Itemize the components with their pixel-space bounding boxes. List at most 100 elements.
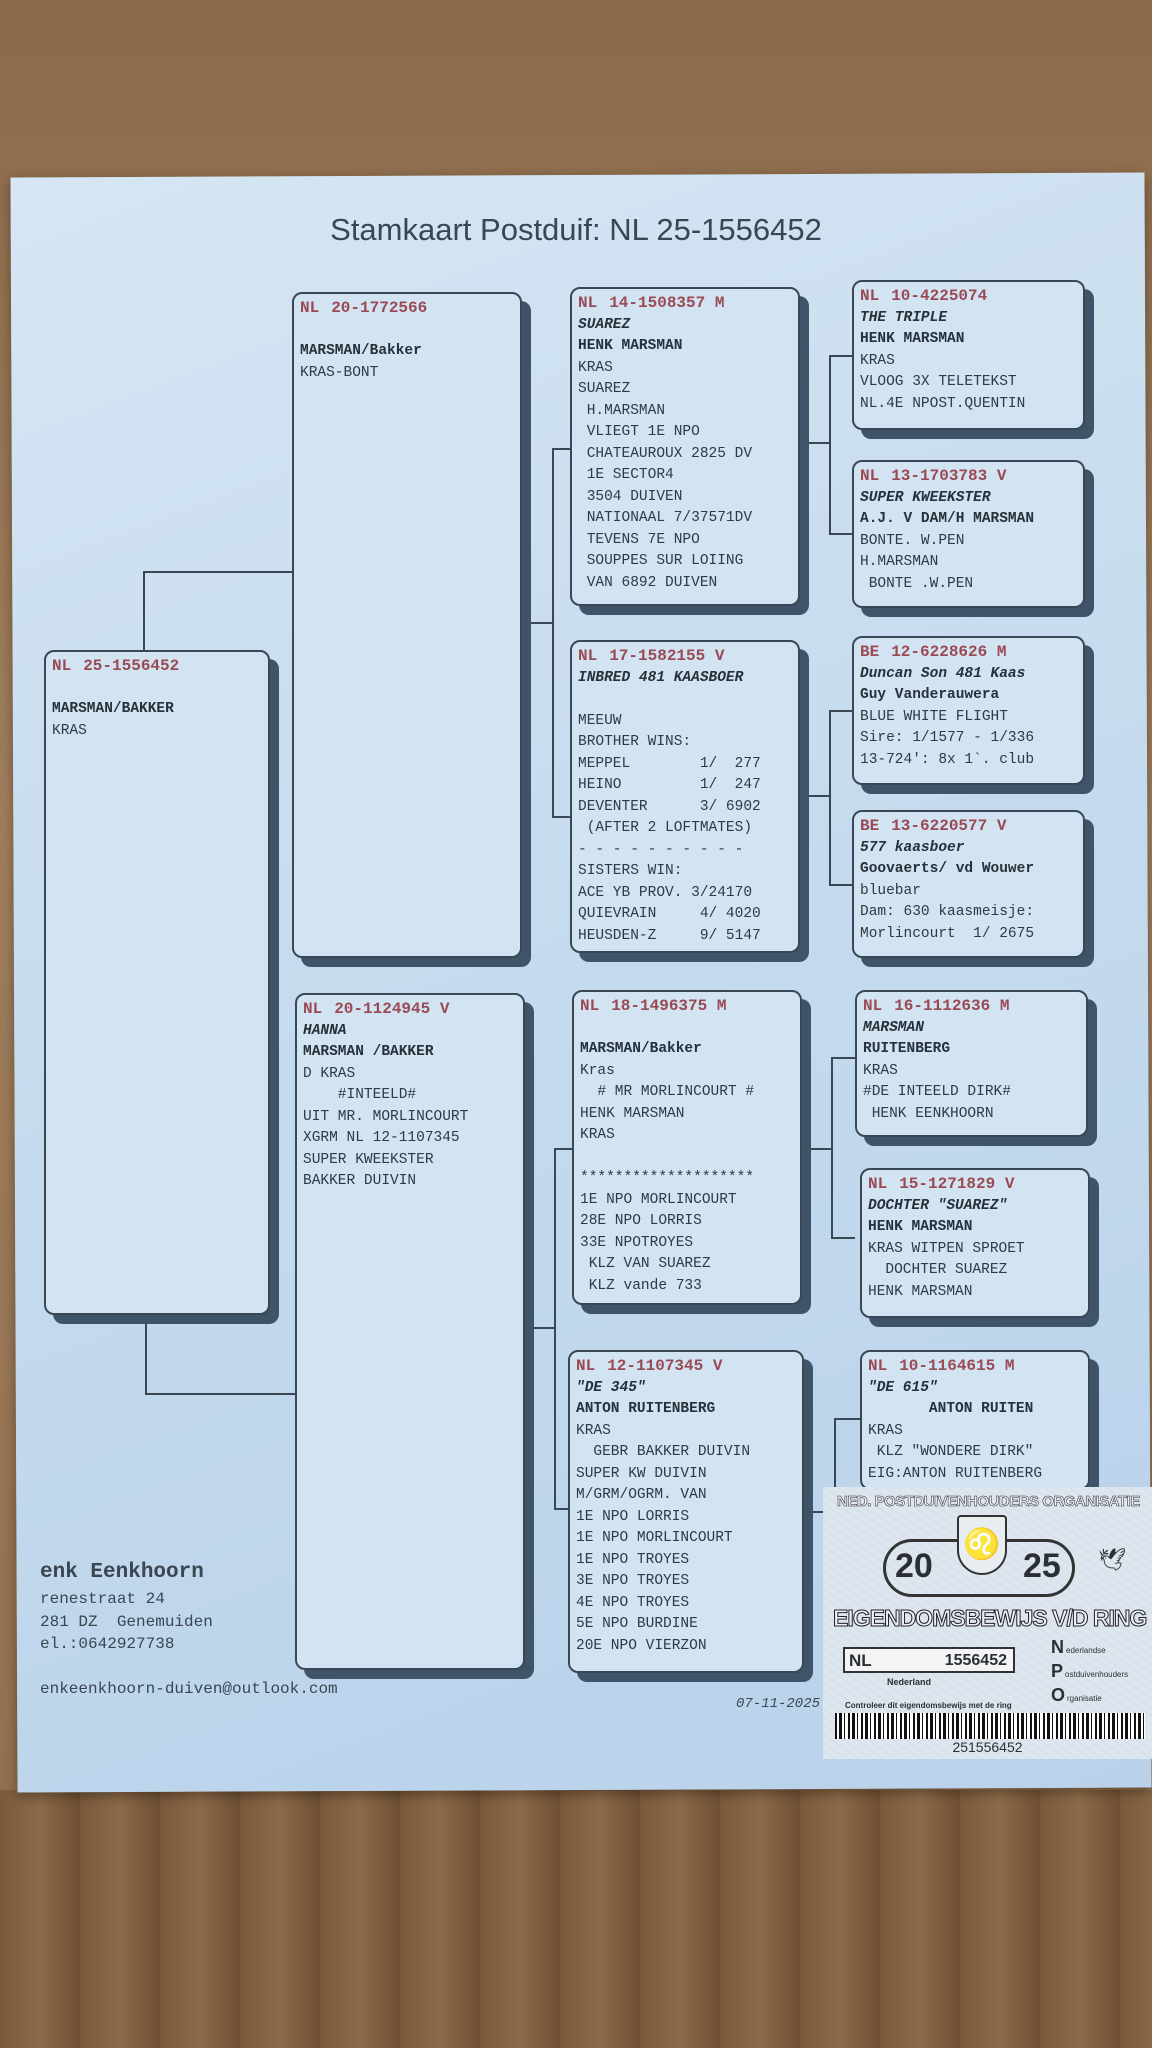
info-line: 1E NPO LORRIS <box>576 1508 690 1525</box>
pigeon-name: SUPER KWEEKSTER <box>860 489 991 506</box>
info-line: GEBR BAKKER DUIVIN <box>576 1444 751 1460</box>
info-line: VAN 6892 DUIVEN <box>578 574 718 591</box>
info-line: BROTHER WINS: <box>578 734 692 750</box>
country-code: BE <box>860 643 880 661</box>
barcode-number: 251556452 <box>952 1739 1023 1755</box>
info-line: TEVENS 7E NPO <box>578 531 700 548</box>
info-line: HENK MARSMAN <box>580 1105 685 1122</box>
connector <box>829 710 831 886</box>
info-line: 3E NPO TROYES <box>576 1573 690 1589</box>
info-line <box>578 689 792 711</box>
connector <box>829 710 852 712</box>
ring-id: 12-6228626 M <box>891 643 1007 661</box>
country-code: BE <box>860 817 880 835</box>
owner-name: ANTON RUITENBERG <box>576 1401 716 1417</box>
connector <box>834 1418 860 1420</box>
info-line: UIT MR. MORLINCOURT <box>303 1108 469 1125</box>
country-code: NL <box>578 294 598 312</box>
ring-country: NL <box>849 1651 872 1670</box>
info-line: BAKKER DUIVIN <box>303 1173 417 1189</box>
info-line: Morlincourt 1/ 2675 <box>860 925 1035 942</box>
info-line: MEPPEL 1/ 277 <box>578 755 761 772</box>
page-title: Stamkaart Postduif: NL 25-1556452 <box>330 212 822 247</box>
info-line: 28E NPO LORRIS <box>580 1213 702 1229</box>
info-line: 33E NPOTROYES <box>580 1234 694 1251</box>
info-line: SOUPPES SUR LOIING <box>578 553 744 569</box>
card-heading: EIGENDOMSBEWIJS V/D RING <box>832 1605 1147 1632</box>
pigeon-name: SUAREZ <box>578 316 631 333</box>
info-line: ACE YB PROV. 3/24170 <box>578 884 753 901</box>
lion-shield-icon: ♌ <box>957 1515 1007 1575</box>
dove-icon: 🕊 <box>1098 1547 1126 1572</box>
info-line <box>580 1147 794 1169</box>
info-line: BONTE. W.PEN <box>860 532 965 549</box>
info-line: 4E NPO TROYES <box>576 1594 690 1611</box>
pigeon-name: THE TRIPLE <box>860 309 948 326</box>
breeder-email: enkeenkhoorn-duiven@outlook.com <box>40 1680 338 1698</box>
ring-number: BE 12-6228626 M <box>860 642 1077 664</box>
owner-name: MARSMAN/Bakker <box>580 1041 702 1057</box>
info-line: KRAS <box>578 359 613 376</box>
info-line: HENK MARSMAN <box>868 1283 973 1300</box>
info-line: BLUE WHITE FLIGHT <box>860 708 1008 725</box>
pigeon-name: "DE 615" <box>868 1379 938 1396</box>
pigeon-name: INBRED 481 KAASBOER <box>578 669 744 686</box>
connector <box>831 1057 855 1059</box>
country-code: NL <box>578 647 598 665</box>
owner-name: Guy Vanderauwera <box>860 687 1000 703</box>
pigeon-name: 577 kaasboer <box>860 839 965 856</box>
breeder-name: enk Eenkhoorn <box>40 1561 204 1584</box>
connector <box>552 448 554 818</box>
country-code: NL <box>580 997 600 1015</box>
info-line: (AFTER 2 LOFTMATES) <box>578 820 753 836</box>
ring-id: 18-1496375 M <box>611 997 727 1015</box>
connector <box>829 355 852 357</box>
country-code: NL <box>863 997 883 1015</box>
info-line: - - - - - - - - - - <box>578 841 744 858</box>
connector <box>554 1508 570 1510</box>
info-line: 1E NPO MORLINCOURT <box>580 1191 737 1208</box>
connector <box>522 622 553 624</box>
owner-name: HENK MARSMAN <box>868 1219 973 1235</box>
country-code: NL <box>52 657 72 675</box>
country-code: NL <box>576 1357 596 1375</box>
info-line: bluebar <box>860 882 921 899</box>
info-line: KRAS <box>52 722 87 739</box>
ring-id: 13-6220577 V <box>891 817 1007 835</box>
info-line: M/GRM/OGRM. VAN <box>576 1487 707 1503</box>
info-line: 1E NPO MORLINCOURT <box>576 1530 733 1546</box>
info-line: SUAREZ <box>578 381 631 397</box>
connector <box>800 795 830 797</box>
ring-number: BE 13-6220577 V <box>860 816 1077 838</box>
info-line: BONTE .W.PEN <box>860 575 974 592</box>
info-line: EIG:ANTON RUITENBERG <box>868 1465 1043 1482</box>
pigeon-name: Duncan Son 481 Kaas <box>860 665 1026 682</box>
info-line: MEEUW <box>578 712 622 729</box>
ring-id: 25-1556452 <box>83 657 180 675</box>
info-line: 5E NPO BURDINE <box>576 1616 698 1632</box>
info-line: 1E NPO TROYES <box>576 1551 690 1568</box>
info-line: HEINO 1/ 247 <box>578 777 761 793</box>
info-line: H.MARSMAN <box>860 554 939 570</box>
info-line: DOCHTER SUAREZ <box>868 1262 1008 1278</box>
spacer <box>52 678 262 700</box>
pigeon-name: "DE 345" <box>576 1379 646 1396</box>
info-line: KRAS <box>580 1127 615 1143</box>
info-line: KLZ vande 733 <box>580 1277 702 1294</box>
info-line: CHATEAUROUX 2825 DV <box>578 445 753 462</box>
barcode <box>835 1713 1145 1739</box>
info-line: VLOOG 3X TELETEKST <box>860 374 1017 390</box>
country-code: NL <box>303 1000 323 1018</box>
